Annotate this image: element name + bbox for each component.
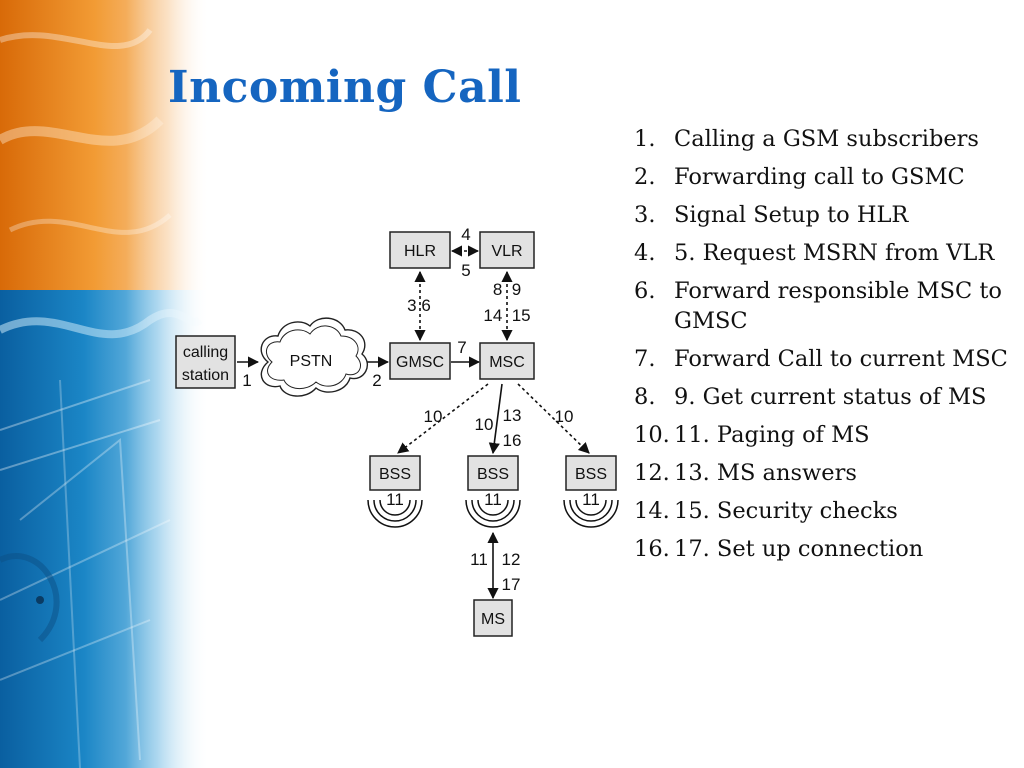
bss-left-radio-waves [367,499,423,528]
slide-title: Incoming Call [168,62,522,113]
label-msc-bss-mid-c: 16 [503,431,522,450]
list-item: 12.13. MS answers [634,458,1019,488]
vlr-node [479,231,535,269]
bss-left-node [369,455,421,491]
hlr-node [389,231,451,269]
decorative-side-art [0,0,210,768]
label-hlr-vlr-bottom: 5 [461,261,470,280]
label-pstn-gmsc: 2 [372,371,381,390]
label-msc-bss-mid-b: 13 [503,406,522,425]
label-ms-up-b: 12 [502,550,521,569]
step-text: 11. Paging of MS [674,422,870,448]
label-vlr-msc-top: 8 9 [493,280,521,299]
list-item: 6. Forward responsible MSC to GMSC [634,276,1019,336]
step-text: Forwarding call to GSMC [674,164,965,190]
step-text: Signal Setup to HLR [674,202,909,228]
label-hlr-gmsc: 3 6 [407,296,431,315]
bss-mid-label: BSS [477,466,509,483]
steps-list: 1. Calling a GSM subscribers 2. Forwarding… [634,124,1019,572]
msc-label: MSC [489,354,525,371]
step-text: 5. Request MSRN from VLR [674,240,995,266]
step-number: 14. [634,498,670,524]
bss-right-node [565,455,617,491]
step-text: 9. Get current status of MS [674,384,987,410]
ms-label: MS [481,611,505,628]
label-gmsc-msc: 7 [457,338,466,357]
step-number: 16. [634,536,670,562]
gmsc-node [389,342,451,380]
label-ms-up-c: 17 [502,575,521,594]
label-msc-bss-mid: 10 [475,415,494,434]
ms-node [473,599,513,637]
label-calling-pstn: 1 [242,371,251,390]
step-text: 15. Security checks [674,498,898,524]
step-number: 8. [634,384,656,410]
list-item: 7. Forward Call to current MSC [634,344,1019,374]
label-msc-bss-left: 10 [424,407,443,426]
label-hlr-vlr-top: 4 [461,225,470,244]
label-ms-up-a: 11 [470,550,488,569]
hlr-label: HLR [404,243,436,260]
step-number: 10. [634,422,670,448]
msc-bss-right-link [517,383,590,454]
step-text: Forward responsible MSC to GMSC [674,278,1002,334]
list-item: 1. Calling a GSM subscribers [634,124,1019,154]
pstn-label: PSTN [290,353,333,370]
list-item: 8. 9. Get current status of MS [634,382,1019,412]
msc-bss-left-link [397,383,489,454]
diagram-connectors [237,245,590,600]
label-bss-left-radio: 11 [386,490,404,509]
list-item: 4. 5. Request MSRN from VLR [634,238,1019,268]
pstn-cloud [260,317,368,397]
bss-mid-node [467,455,519,491]
list-item: 10.11. Paging of MS [634,420,1019,450]
bss-mid-radio-waves [465,499,521,528]
list-item: 14.15. Security checks [634,496,1019,526]
calling-station-node [175,335,236,389]
step-number: 12. [634,460,670,486]
step-number: 7. [634,346,656,372]
vlr-label: VLR [491,243,522,260]
gsm-incoming-call-diagram: HLR VLR calling station PSTN GMSC MSC BS… [175,225,619,637]
label-vlr-msc-bottom: 14 15 [483,306,530,325]
bss-right-label: BSS [575,466,607,483]
step-text: Forward Call to current MSC [674,346,1008,372]
step-number: 6. [634,278,656,304]
list-item: 2. Forwarding call to GSMC [634,162,1019,192]
step-number: 2. [634,164,656,190]
step-number: 4. [634,240,656,266]
msc-bss-mid-link [488,383,503,455]
step-text: 13. MS answers [674,460,857,486]
radio-waves [367,499,619,528]
step-number: 3. [634,202,656,228]
label-msc-bss-right: 10 [555,407,574,426]
step-text: 17. Set up connection [674,536,924,562]
step-number: 1. [634,126,656,152]
diagram-nodes [175,231,617,637]
label-bss-mid-radio: 11 [484,490,502,509]
gmsc-label: GMSC [396,354,444,371]
list-item: 16.17. Set up connection [634,534,1019,564]
calling-station-label-line2: station [182,367,229,384]
msc-node [479,342,535,380]
label-bss-right-radio: 11 [582,490,600,509]
calling-station-label-line1: calling [183,344,228,361]
bss-right-radio-waves [563,499,619,528]
list-item: 3. Signal Setup to HLR [634,200,1019,230]
step-text: Calling a GSM subscribers [674,126,979,152]
bss-left-label: BSS [379,466,411,483]
